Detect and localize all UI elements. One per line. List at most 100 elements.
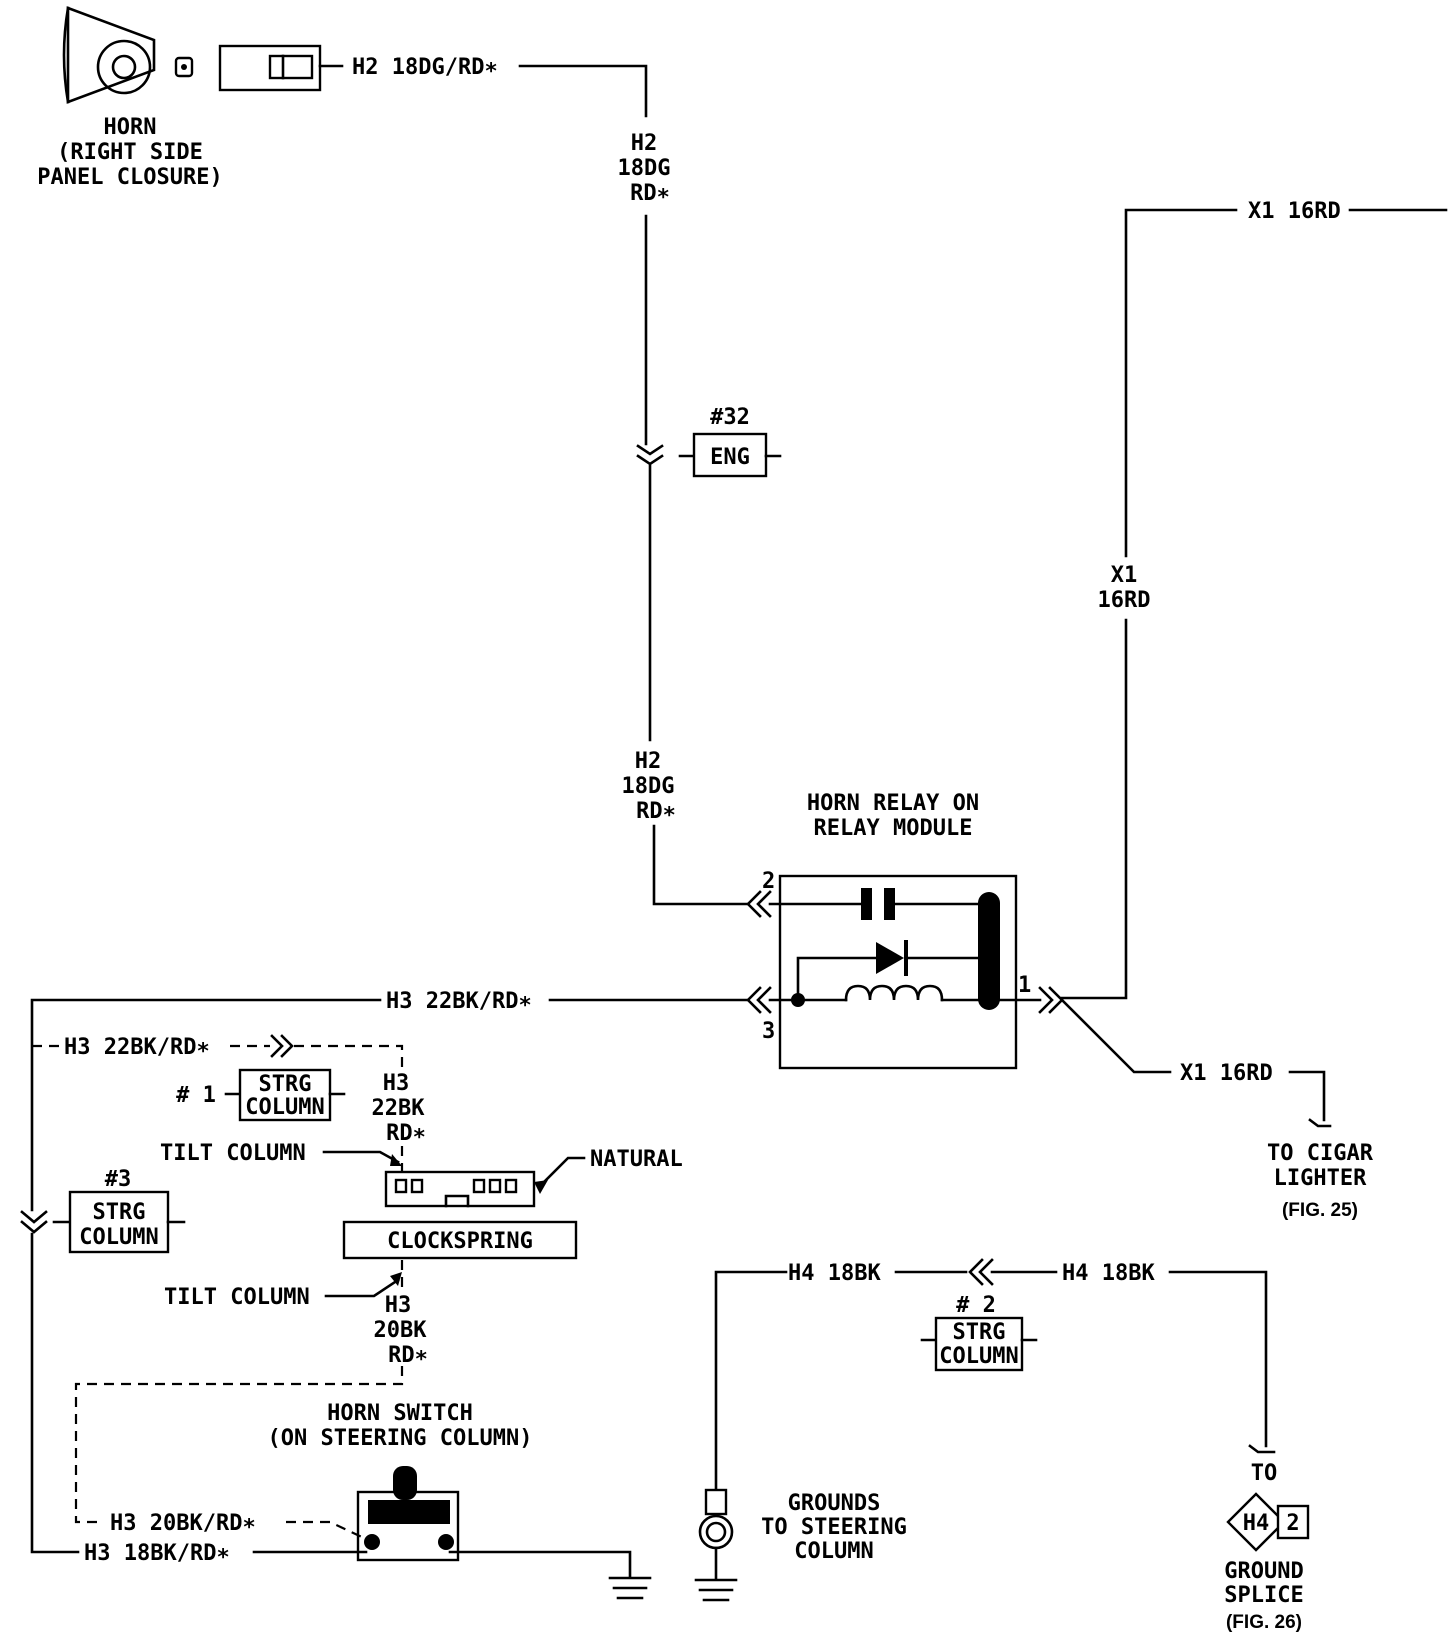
- wire-label-x1-vert-2: 16RD: [1098, 588, 1151, 613]
- wire-h3-switch-dashed-end: [286, 1520, 369, 1541]
- wire-label-h2-b-2: 18DG: [622, 774, 675, 799]
- wire-h3-switch-dashed: [74, 1366, 404, 1524]
- horn-location-line1: (RIGHT SIDE: [57, 140, 203, 165]
- wire-label-h3-clock-top-3: RD∗: [386, 1121, 426, 1146]
- relay-coil: [844, 984, 944, 1002]
- wire-label-h4-right: H4 18BK: [1062, 1261, 1155, 1286]
- connector-2-box: [934, 1316, 1024, 1372]
- horn-connector: [218, 44, 322, 92]
- wire-h4-left: [714, 1270, 788, 1492]
- wire-label-h3-main: H3 22BK/RD∗: [386, 989, 532, 1014]
- horn-bell-edge: [62, 6, 70, 104]
- relay-title-line1: HORN RELAY ON: [807, 791, 979, 816]
- horn-bell: [66, 6, 156, 104]
- splice-termination-mark: [1248, 1444, 1276, 1454]
- wire-label-h4-left: H4 18BK: [788, 1261, 881, 1286]
- relay-capacitor-plate-a: [861, 888, 872, 920]
- wire-h2-top: [518, 64, 648, 118]
- connector-1-box: [238, 1068, 332, 1122]
- wire-h3-main-left: [30, 998, 382, 1212]
- wire-label-h2-a-1: H2: [631, 131, 658, 156]
- relay-pin-2: 2: [762, 869, 775, 894]
- wire-label-h3-switch-solid: H3 18BK/RD∗: [84, 1541, 230, 1566]
- horn-switch-terminal-left: [364, 1534, 380, 1550]
- connector-2-number: # 2: [956, 1293, 996, 1318]
- wire-h3-dashed-right: [294, 1044, 404, 1070]
- relay-title-line2: RELAY MODULE: [814, 816, 973, 841]
- connector-32-box: [692, 432, 768, 478]
- connector-1-number: # 1: [176, 1083, 216, 1108]
- wire-label-h2-a-3: RD∗: [630, 181, 670, 206]
- horn-switch: [356, 1466, 460, 1562]
- tilt-column-bottom-leader: [324, 1278, 400, 1298]
- relay-junction-dot: [791, 993, 805, 1007]
- clockspring-cavity-2: [410, 1178, 424, 1194]
- relay-capacitor-plate-b: [884, 888, 895, 920]
- relay-pin-1: 1: [1018, 973, 1031, 998]
- connector-h4-chevron-b: [978, 1258, 994, 1286]
- wire-label-h3-clock-bottom-1: H3: [385, 1293, 412, 1318]
- wire-label-h3-clock-bottom-3: RD∗: [388, 1343, 428, 1368]
- splice-fig-ref: (FIG. 26): [1226, 1612, 1302, 1633]
- wire-label-h2-a-2: 18DG: [618, 156, 671, 181]
- grounds-line1: GROUNDS: [788, 1491, 881, 1516]
- clockspring-cavity-5: [504, 1178, 518, 1194]
- horn-switch-terminal-right: [438, 1534, 454, 1550]
- wire-x1-to-cigar: [1288, 1070, 1326, 1122]
- cigar-fig-ref: (FIG. 25): [1282, 1200, 1358, 1221]
- connector-3-label-1: STRG: [93, 1200, 146, 1225]
- wire-h2-lower: [652, 824, 750, 906]
- wire-label-h3-clock-top-2: 22BK: [372, 1096, 426, 1121]
- tilt-column-bottom: TILT COLUMN: [164, 1285, 310, 1310]
- connector-32-number: #32: [710, 405, 750, 430]
- wire-h4-right: [1168, 1270, 1268, 1448]
- relay-diode: [876, 942, 904, 974]
- horn-switch-title-line2: (ON STEERING COLUMN): [268, 1426, 533, 1451]
- wire-label-h2-b-3: RD∗: [636, 799, 676, 824]
- splice-to: TO: [1251, 1461, 1278, 1486]
- wire-x1-top-left: [1124, 208, 1238, 558]
- wire-switch-ground: [448, 1550, 632, 1578]
- clockspring-cavity-3: [472, 1178, 486, 1194]
- horn-switch-button: [393, 1466, 417, 1500]
- ground-eyelet: [694, 1488, 738, 1602]
- wire-label-h3-clock-bottom-2: 20BK: [374, 1318, 428, 1343]
- horn-location-line2: PANEL CLOSURE): [37, 165, 222, 190]
- ground-symbol-switch: [608, 1576, 652, 1600]
- natural-label: NATURAL: [590, 1147, 683, 1172]
- connector-32-chevron-a: [636, 444, 664, 456]
- dashed-connector-chevron-b: [280, 1034, 294, 1058]
- splice-code: H4: [1243, 1511, 1270, 1536]
- horn-title: HORN: [104, 115, 157, 140]
- relay-armature: [978, 892, 1000, 1010]
- clockspring-cavity-4: [488, 1178, 502, 1194]
- relay-module-box: [778, 874, 1018, 1070]
- wire-label-h2-b-1: H2: [635, 749, 662, 774]
- natural-arrow: [534, 1180, 548, 1194]
- splice-line1: GROUND: [1224, 1559, 1303, 1584]
- wire-label-h2-top: H2 18DG/RD∗: [352, 55, 498, 80]
- connector-3-number: #3: [105, 1167, 132, 1192]
- relay-pin2-chevron-a: [746, 890, 762, 918]
- dashed-connector-chevron-a: [270, 1034, 284, 1058]
- clockspring-label: CLOCKSPRING: [387, 1229, 533, 1254]
- grounds-line3: COLUMN: [794, 1539, 873, 1564]
- relay-pin2-chevron-b: [756, 890, 772, 918]
- tilt-column-top-arrow: [390, 1154, 402, 1166]
- tilt-column-top-leader: [322, 1150, 400, 1164]
- wire-label-x1-lower: X1 16RD: [1180, 1061, 1273, 1086]
- ground-eyelet-ring-outer: [698, 1514, 734, 1550]
- cigar-line2: LIGHTER: [1274, 1166, 1367, 1191]
- wire-label-h3-clock-top-1: H3: [383, 1071, 410, 1096]
- wire-label-x1-top: X1 16RD: [1248, 199, 1341, 224]
- ground-eyelet-crimp: [704, 1488, 728, 1516]
- horn-diaphragm-outer: [96, 39, 152, 95]
- clockspring-connector: [384, 1170, 536, 1208]
- wire-label-h3-dashed: H3 22BK/RD∗: [64, 1035, 210, 1060]
- wire-x1-vertical: [1060, 618, 1128, 1000]
- horn-switch-contact-bar: [368, 1500, 450, 1524]
- connector-3-box: [68, 1190, 170, 1254]
- connector-1-label-1: STRG: [259, 1072, 312, 1097]
- wire-x1-lower: [1060, 998, 1172, 1074]
